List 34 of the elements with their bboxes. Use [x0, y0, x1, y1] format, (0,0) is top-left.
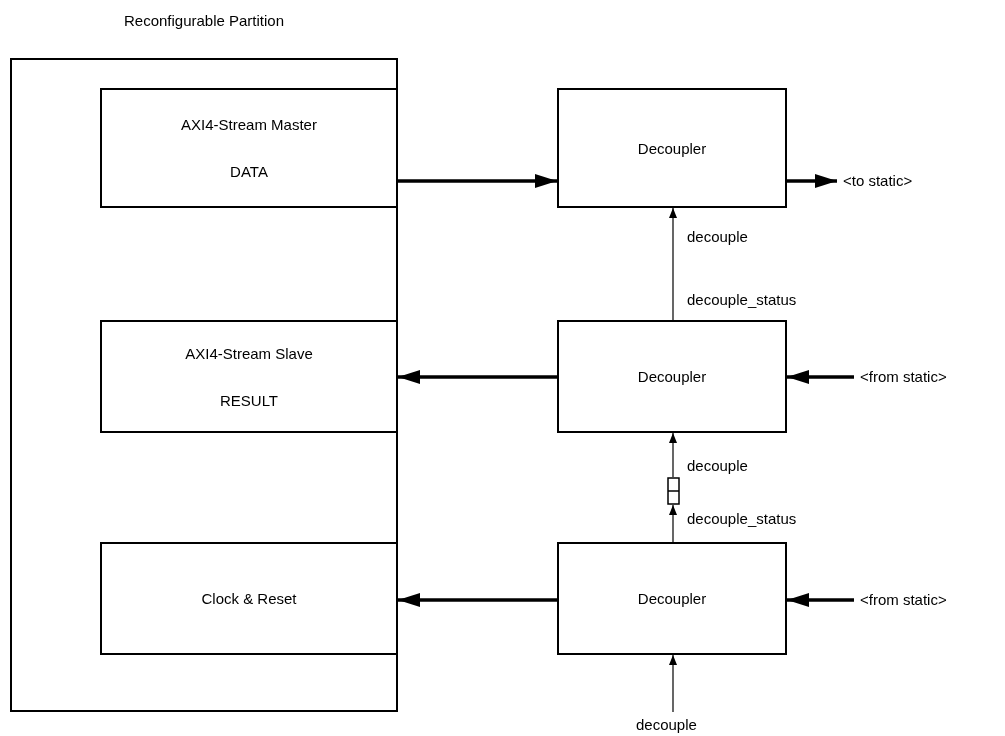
- module-label: Decoupler: [637, 139, 707, 157]
- module-box: [557, 88, 787, 208]
- arrow: [787, 370, 854, 384]
- module-box: [100, 320, 398, 433]
- arrow: [398, 174, 557, 188]
- arrow: [398, 593, 557, 607]
- port-label: <from static>: [860, 591, 947, 609]
- arrow: [787, 593, 854, 607]
- module-label: Decoupler: [637, 368, 707, 385]
- signal-label: decouple_status: [687, 291, 797, 309]
- signal-label: decouple: [687, 457, 748, 475]
- port-label: decouple: [636, 716, 697, 734]
- port-label: <to static>: [843, 172, 913, 190]
- module-label: DATA: [230, 163, 268, 180]
- module-label: Decoupler: [637, 590, 707, 607]
- arrow: [669, 654, 677, 713]
- module-label: Clock & Reset: [201, 590, 297, 607]
- module-label: AXI4-Stream Slave: [185, 344, 313, 362]
- arrow: [669, 504, 677, 543]
- arrow: [398, 370, 557, 384]
- module-label: RESULT: [219, 391, 279, 409]
- module-box: [557, 542, 787, 655]
- signal-label: decouple_status: [687, 510, 797, 528]
- module-box: [100, 542, 398, 655]
- module-box: [557, 320, 787, 433]
- signal-label: decouple: [687, 228, 748, 246]
- partition-heading: Reconfigurable Partition: [122, 11, 286, 31]
- register-symbol: [667, 477, 680, 505]
- port-label: <from static>: [860, 368, 947, 386]
- arrow: [669, 207, 677, 321]
- arrow: [787, 174, 837, 188]
- module-label: AXI4-Stream Master: [181, 116, 317, 133]
- arrow: [669, 432, 677, 478]
- module-box: [100, 88, 398, 208]
